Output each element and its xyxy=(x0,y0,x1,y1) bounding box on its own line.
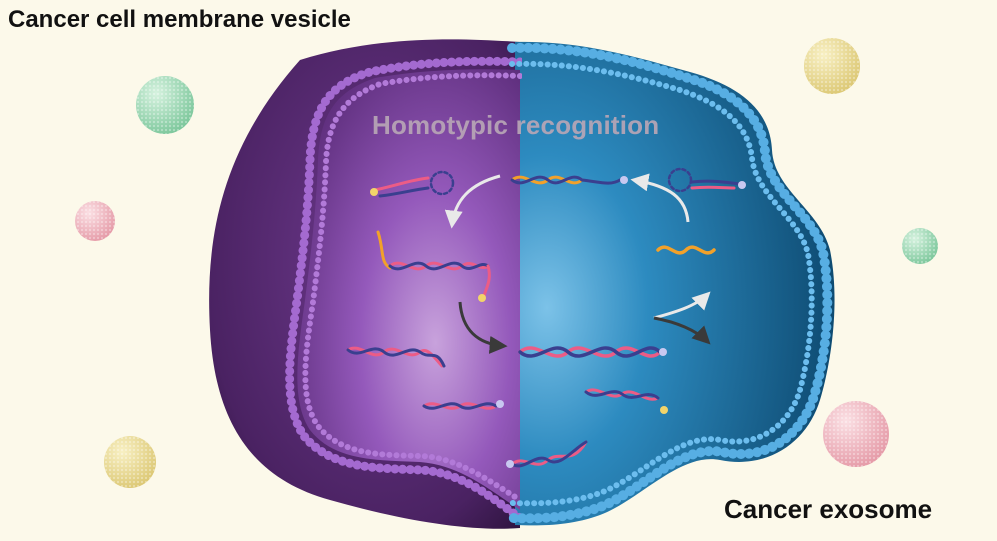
duplex-top xyxy=(510,175,628,185)
duplex-lower-left-2 xyxy=(422,400,504,410)
homotypic-recognition-title: Homotypic recognition xyxy=(372,110,660,140)
hairpin-probe-right xyxy=(667,167,746,193)
vesicle-membrane xyxy=(285,56,522,523)
duplex-middle-left xyxy=(376,230,491,302)
arrow-top-right xyxy=(630,173,690,223)
target-strand-orange xyxy=(656,245,716,255)
dna-structures xyxy=(346,167,746,468)
duplex-lower-center xyxy=(506,440,588,468)
arrow-split-right xyxy=(653,291,711,320)
nanoparticles xyxy=(75,38,938,488)
exosome-membrane-inner xyxy=(509,60,815,507)
sphere-yellow-bottom-left xyxy=(104,436,156,488)
arrows xyxy=(444,173,711,354)
sphere-green-right xyxy=(902,228,938,264)
exosome-body xyxy=(515,41,835,526)
sphere-green-top-left xyxy=(136,76,194,134)
hairpin-probe-left xyxy=(370,170,455,198)
arrow-middle-left xyxy=(458,301,508,354)
vesicle-membrane-inner xyxy=(302,72,522,503)
sphere-pink-bottom-right xyxy=(823,401,889,467)
duplex-central xyxy=(518,346,667,358)
sphere-pink-left xyxy=(75,201,115,241)
arrow-split-right-down xyxy=(653,316,711,345)
vesicle-inner-region xyxy=(297,69,520,511)
duplex-lower-right-1 xyxy=(584,388,668,414)
exosome-title: Cancer exosome xyxy=(724,494,933,524)
vesicle-title: Cancer cell membrane vesicle xyxy=(8,6,351,33)
sphere-yellow-top-right xyxy=(804,38,860,94)
exosome-membrane xyxy=(507,42,833,524)
duplex-lower-left-1 xyxy=(346,346,446,368)
arrow-top-left xyxy=(444,174,501,229)
